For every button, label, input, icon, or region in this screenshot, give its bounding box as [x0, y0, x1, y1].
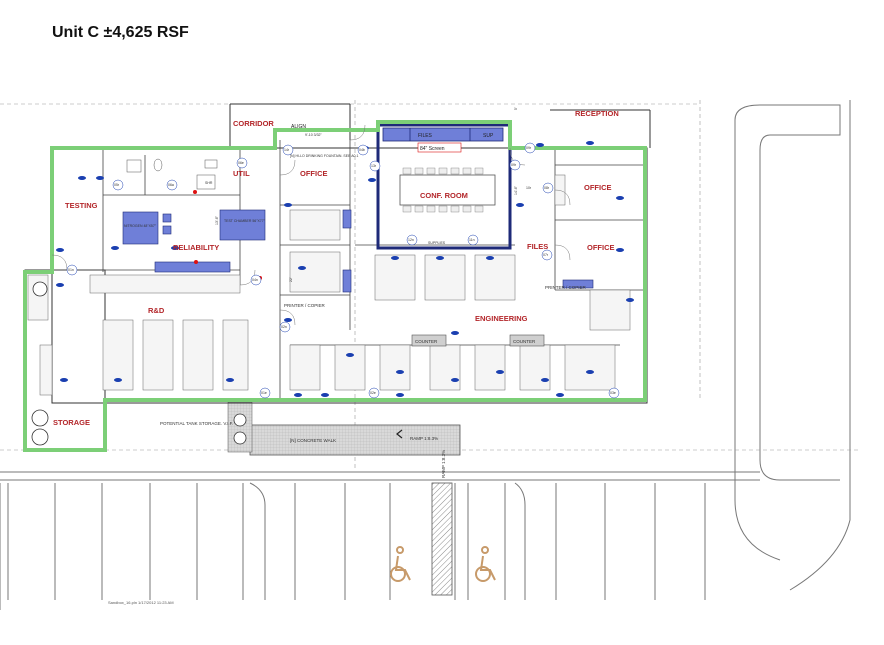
room-rnd: R&D	[148, 306, 165, 315]
counter-1-label: COUNTER	[415, 339, 438, 344]
tag-labels: 06a 05r 06e 04b 09r 14r 13r 09r 10r 08r …	[68, 146, 616, 395]
counter-1	[411, 334, 447, 347]
tag-09r-2: 09r	[526, 146, 532, 150]
tag-01n: 01n	[68, 268, 74, 272]
fixtures	[126, 158, 218, 190]
room-office-right-top: OFFICE	[584, 183, 612, 192]
tag-09r: 09r	[511, 163, 517, 167]
tag-04n: 04n	[252, 278, 258, 282]
files-top-label: FILES	[418, 133, 433, 139]
accessible-parking-icon	[390, 546, 411, 582]
tag-04b: 04b	[359, 148, 365, 152]
supplies-label: SUPPLIES	[428, 241, 446, 245]
conference-room-walls	[376, 123, 512, 250]
room-reception: RECEPTION	[575, 109, 619, 118]
tag-10r: 10r	[526, 186, 532, 190]
room-storage: STORAGE	[53, 418, 90, 427]
ramp-arrow-icon	[396, 429, 403, 439]
shower-label: SHR	[205, 181, 213, 185]
tag-02e: 02e	[370, 391, 376, 395]
room-testing: TESTING	[65, 201, 98, 210]
tank-storage-area	[227, 401, 253, 453]
align-label: ALIGN	[291, 124, 306, 130]
align-dimension: 9'-10 3/32"	[305, 133, 322, 137]
dimension-22: 22'	[289, 277, 293, 282]
workstations	[27, 174, 631, 396]
accessible-parking-icon	[475, 546, 496, 582]
counter-2-label: COUNTER	[513, 339, 536, 344]
files-cabinet	[382, 127, 504, 142]
drinking-fountain-note: [N] HI-LO DRINKING FOUNTAIN. SEE A0.1	[290, 154, 358, 158]
room-files: FILES	[527, 242, 548, 251]
nitrogen-label: NITROGEN 48"X57"	[124, 224, 157, 228]
parking-ramp	[431, 482, 453, 596]
tag-07r: 07r	[543, 253, 549, 257]
tag-12n: 12n	[408, 238, 414, 242]
tank-storage-label: POTENTIAL TANK STORAGE. V.I.F.	[160, 421, 233, 426]
room-engineering: ENGINEERING	[475, 314, 528, 323]
tag-03e: 03e	[610, 391, 616, 395]
test-chamber-label: TEST CHAMBER 56"X77"	[224, 219, 266, 223]
tag-11n: 11n	[469, 238, 475, 242]
room-reliability: RELIABILITY	[173, 243, 219, 252]
tag-01e: 01e	[261, 391, 267, 395]
dimension-13-6: 13'-6"	[215, 215, 219, 225]
tag-14r: 14r	[284, 148, 290, 152]
sup-label: SUP	[483, 133, 494, 139]
concrete-walk-label: [N] CONCRETE WALK	[290, 438, 336, 443]
tag-02n: 02n	[281, 325, 287, 329]
printer-left-label: PRINTER / COPIER	[284, 303, 326, 308]
tag-06a: 06a	[168, 183, 174, 187]
screen-label: 84" Screen	[420, 146, 445, 152]
tag-05r: 05r	[114, 183, 120, 187]
room-conf: CONF. ROOM	[420, 191, 468, 200]
furniture	[122, 209, 594, 293]
room-corridor: CORRIDOR	[233, 119, 274, 128]
dimension-14-6: 14'-6"	[514, 185, 518, 195]
page-title: Unit C ±4,625 RSF	[52, 24, 189, 41]
room-office-center: OFFICE	[300, 169, 328, 178]
storage-tanks	[31, 281, 247, 446]
room-office-right-bottom: OFFICE	[587, 243, 615, 252]
ramp-vertical-label: RAMP 1:8.3%	[441, 450, 446, 478]
tag-circles	[66, 142, 620, 399]
tag-08r: 08r	[544, 186, 550, 190]
tag-13r: 13r	[371, 164, 377, 168]
file-footer: Sandbox_16.pln 1/17/2012 11:23 AM	[108, 600, 174, 605]
conference-table	[399, 167, 496, 213]
unit-boundary	[23, 120, 647, 452]
ramp-horizontal-label: RAMP 1:8.3%	[410, 436, 438, 441]
parking-lot	[0, 100, 851, 610]
room-util: UTIL	[233, 169, 250, 178]
counter-2	[509, 334, 545, 347]
printer-right-label: PRINTER / COPIER	[545, 285, 587, 290]
tag-06e: 06e	[238, 161, 244, 165]
dimension-5: 5'	[514, 107, 518, 110]
